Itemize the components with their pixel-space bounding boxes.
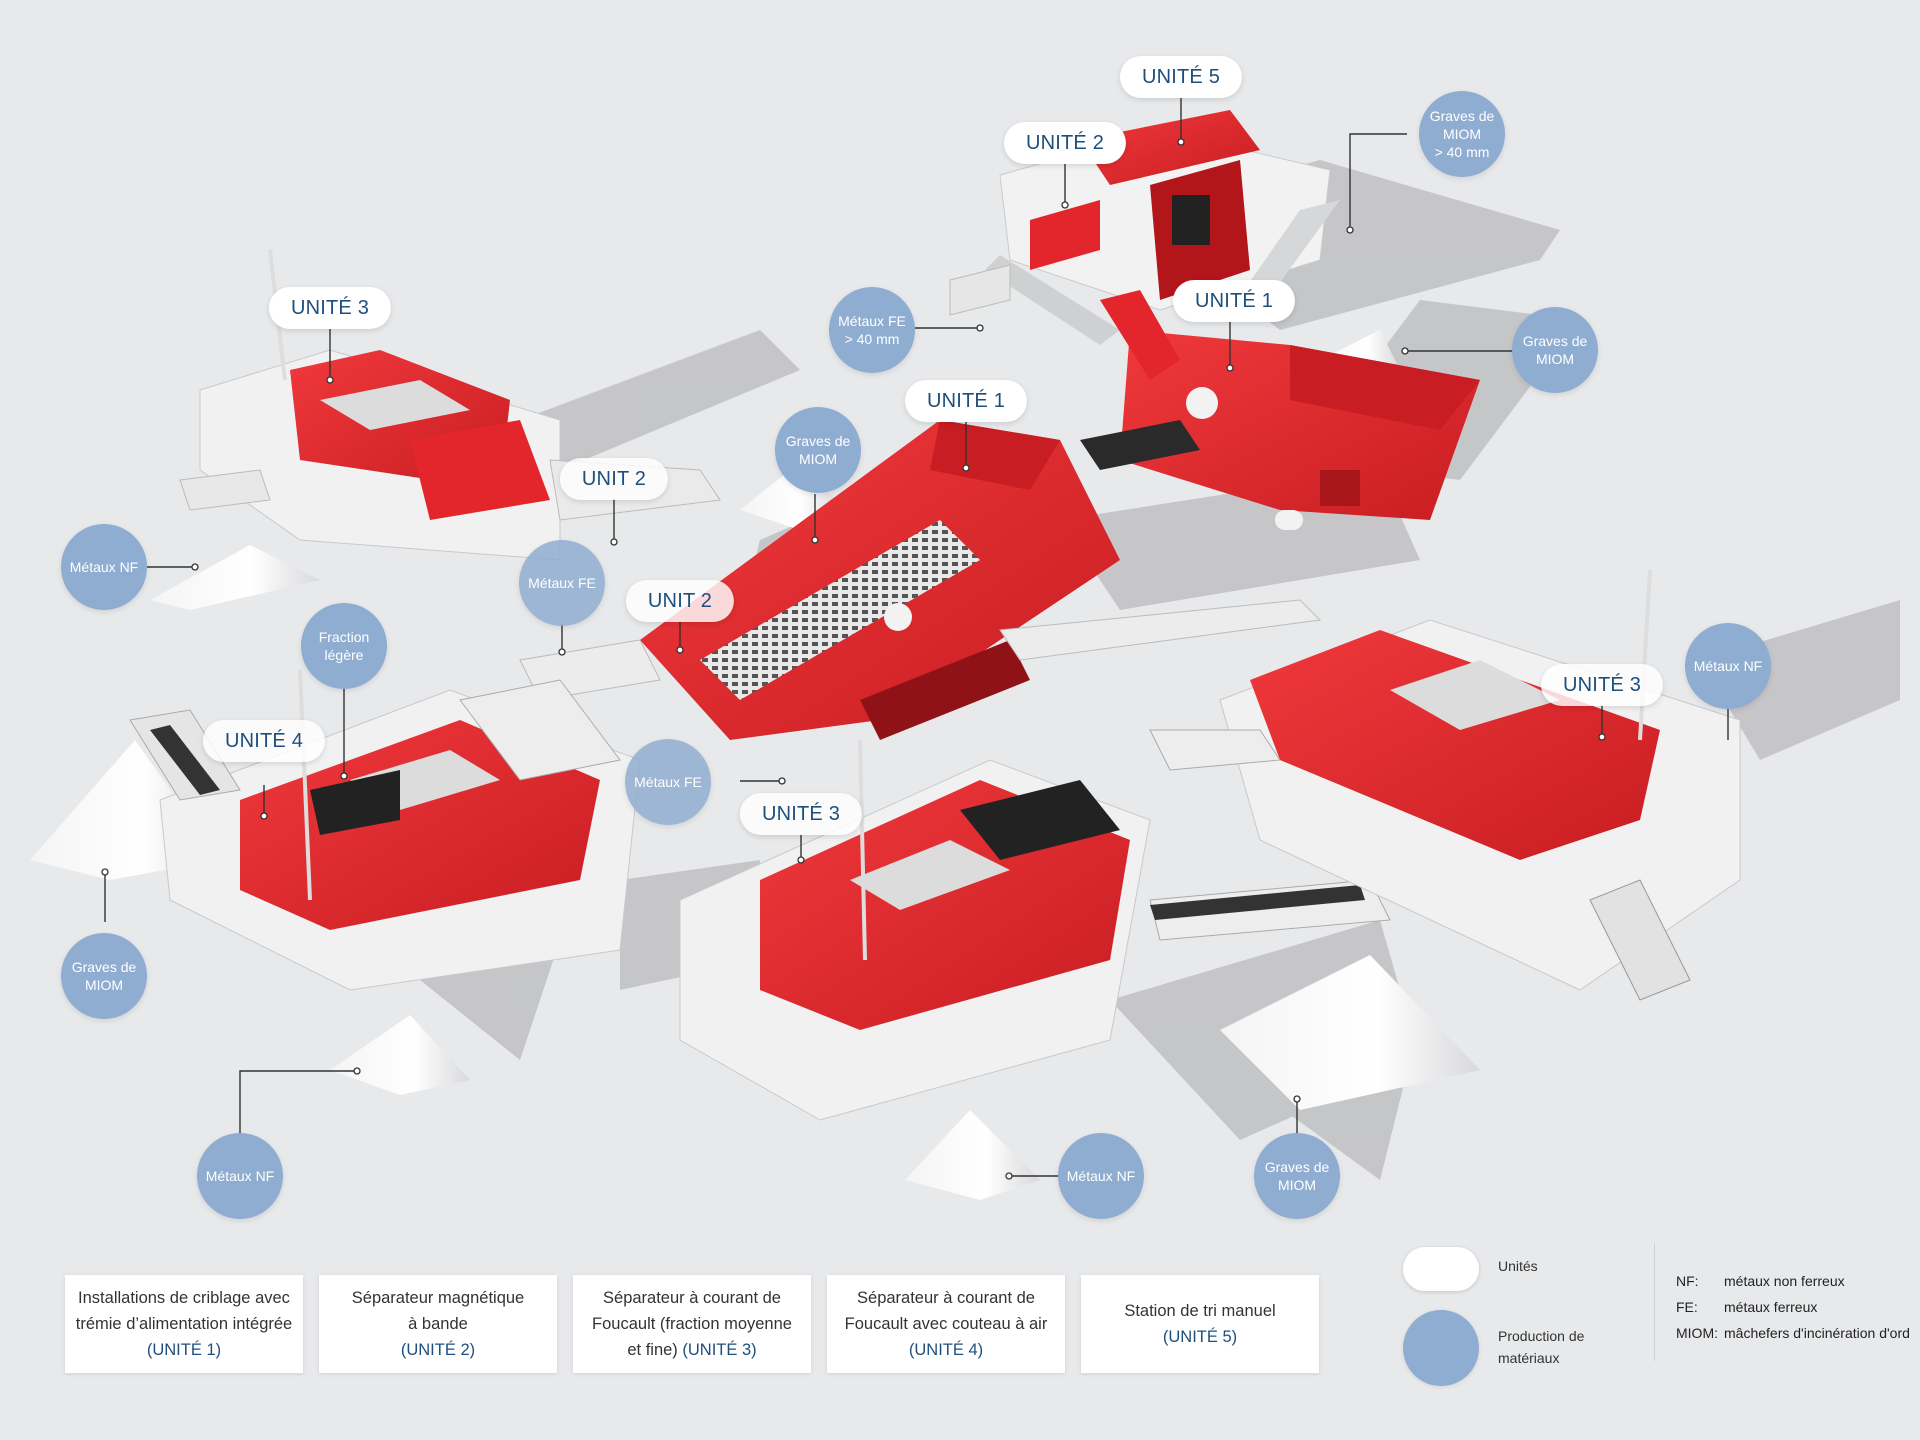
bubble-text: Métaux FE > 40 mm [838, 313, 906, 347]
screening-plant-center [519, 420, 1322, 740]
legend-text: à bande [408, 1315, 468, 1333]
eddy-current-separator-right [1149, 569, 1741, 1001]
bubble-text: Graves de MIOM [785, 433, 851, 467]
legend-box-unite-3: Séparateur à courant de Foucault (fracti… [573, 1275, 811, 1373]
bubble-text: Graves de MIOM [71, 959, 137, 993]
leader-dots [101, 138, 1606, 1180]
bubble-text: Métaux NF [1693, 658, 1763, 674]
manual-sorting-station [949, 110, 1340, 345]
unit-label-unite-1-center: UNITÉ 1 [904, 380, 1028, 422]
legend-key-production-circle-icon [1403, 1310, 1479, 1386]
eddy-current-separator-air-knife [129, 669, 641, 991]
bubble-metaux-nf-bottom-left: Métaux NF [197, 1133, 283, 1219]
legend-text: Séparateur à courant de [857, 1289, 1035, 1307]
legend-key-production-line: Production de [1498, 1328, 1585, 1344]
bubble-metaux-fe-center: Métaux FE [519, 540, 605, 626]
bubble-text: Métaux FE [634, 774, 702, 790]
legend-box-unite-5: Station de tri manuel (UNITÉ 5) [1081, 1275, 1319, 1373]
bubble-graves-miom-center: Graves de MIOM [775, 407, 861, 493]
abbreviation-miom: MIOM: mâchefers d'incinération d'ord [1676, 1325, 1910, 1341]
screening-plant-upper [1100, 290, 1480, 530]
bubble-graves-miom-bottom-right: Graves de MIOM [1254, 1133, 1340, 1219]
unit-label-unite-4: UNITÉ 4 [202, 720, 326, 762]
legend-text: Station de tri manuel [1124, 1302, 1276, 1320]
legend-key-production-label: Production de matériaux [1498, 1325, 1584, 1369]
bubble-graves-miom-left: Graves de MIOM [61, 933, 147, 1019]
abbr-key: FE: [1676, 1299, 1698, 1315]
legend-text: Foucault avec couteau à air [844, 1315, 1048, 1333]
material-piles [30, 330, 1480, 1200]
bubble-text: Graves de MIOM > 40 mm [1429, 108, 1495, 160]
bubble-text: Graves de MIOM [1264, 1159, 1330, 1193]
abbr-key: NF: [1676, 1273, 1699, 1289]
abbr-key: MIOM: [1676, 1325, 1718, 1341]
abbr-value: mâchefers d'incinération d'ord [1724, 1325, 1910, 1341]
bubble-metaux-nf-left: Métaux NF [61, 524, 147, 610]
unit-label-unit-2-b: UNIT 2 [625, 580, 735, 622]
legend-text: trémie d’alimentation intégrée [75, 1315, 293, 1333]
legend-box-unite-1: Installations de criblage avec trémie d’… [65, 1275, 303, 1373]
bubble-graves-miom-upper-right: Graves de MIOM [1512, 307, 1598, 393]
legend-text: et fine) [627, 1341, 678, 1359]
bubble-metaux-nf-bottom-center: Métaux NF [1058, 1133, 1144, 1219]
unit-label-unite-3-left: UNITÉ 3 [268, 287, 392, 329]
unit-label-unite-5: UNITÉ 5 [1119, 56, 1243, 98]
unit-label-unite-1-upper: UNITÉ 1 [1172, 280, 1296, 322]
bubble-graves-miom-40mm: Graves de MIOM > 40 mm [1419, 91, 1505, 177]
unit-label-unite-2-top: UNITÉ 2 [1003, 122, 1127, 164]
legend-key-units-label: Unités [1498, 1258, 1538, 1274]
legend-text: Séparateur magnétique [351, 1289, 525, 1307]
bubble-metaux-fe-lower: Métaux FE [625, 739, 711, 825]
bubble-text: Métaux NF [1066, 1168, 1136, 1184]
eddy-current-separator-center [679, 739, 1391, 1121]
legend-unit-ref: (UNITÉ 1) [146, 1341, 222, 1359]
legend-text: Installations de criblage avec [78, 1289, 290, 1307]
legend-unit-ref: (UNITÉ 3) [682, 1341, 757, 1359]
bubble-text: Graves de MIOM [1522, 333, 1588, 367]
bubble-metaux-fe-40mm: Métaux FE > 40 mm [829, 287, 915, 373]
legend-divider [1654, 1243, 1655, 1361]
legend-key-unit-pill-icon [1403, 1247, 1479, 1291]
bubble-text: Métaux NF [205, 1168, 275, 1184]
bubble-text: Fraction légère [318, 629, 370, 663]
bubble-text: Métaux FE [528, 575, 596, 591]
legend-box-unite-2: Séparateur magnétique à bande (UNITÉ 2) [319, 1275, 557, 1373]
bubble-metaux-nf-right: Métaux NF [1685, 623, 1771, 709]
abbreviation-fe: FE: métaux ferreux [1676, 1299, 1817, 1315]
unit-label-unit-2-a: UNIT 2 [559, 458, 669, 500]
legend-text: Séparateur à courant de [603, 1289, 781, 1307]
legend-unit-ref: (UNITÉ 2) [400, 1341, 476, 1359]
legend-box-unite-4: Séparateur à courant de Foucault avec co… [827, 1275, 1065, 1373]
legend-text: Foucault (fraction moyenne [592, 1315, 792, 1333]
abbreviation-nf: NF: métaux non ferreux [1676, 1273, 1845, 1289]
leader-lines [104, 97, 1729, 1177]
eddy-current-separator-left [179, 249, 721, 561]
unit-label-unite-3-right: UNITÉ 3 [1540, 664, 1664, 706]
legend-unit-ref: (UNITÉ 4) [908, 1341, 984, 1359]
bubble-text: Métaux NF [69, 559, 139, 575]
bubble-fraction-legere: Fraction légère [301, 603, 387, 689]
unit-label-unite-3-center: UNITÉ 3 [739, 793, 863, 835]
legend-key-production-line: matériaux [1498, 1350, 1560, 1366]
legend-unit-ref: (UNITÉ 5) [1162, 1328, 1238, 1346]
abbr-value: métaux ferreux [1724, 1299, 1818, 1315]
abbr-value: métaux non ferreux [1724, 1273, 1845, 1289]
